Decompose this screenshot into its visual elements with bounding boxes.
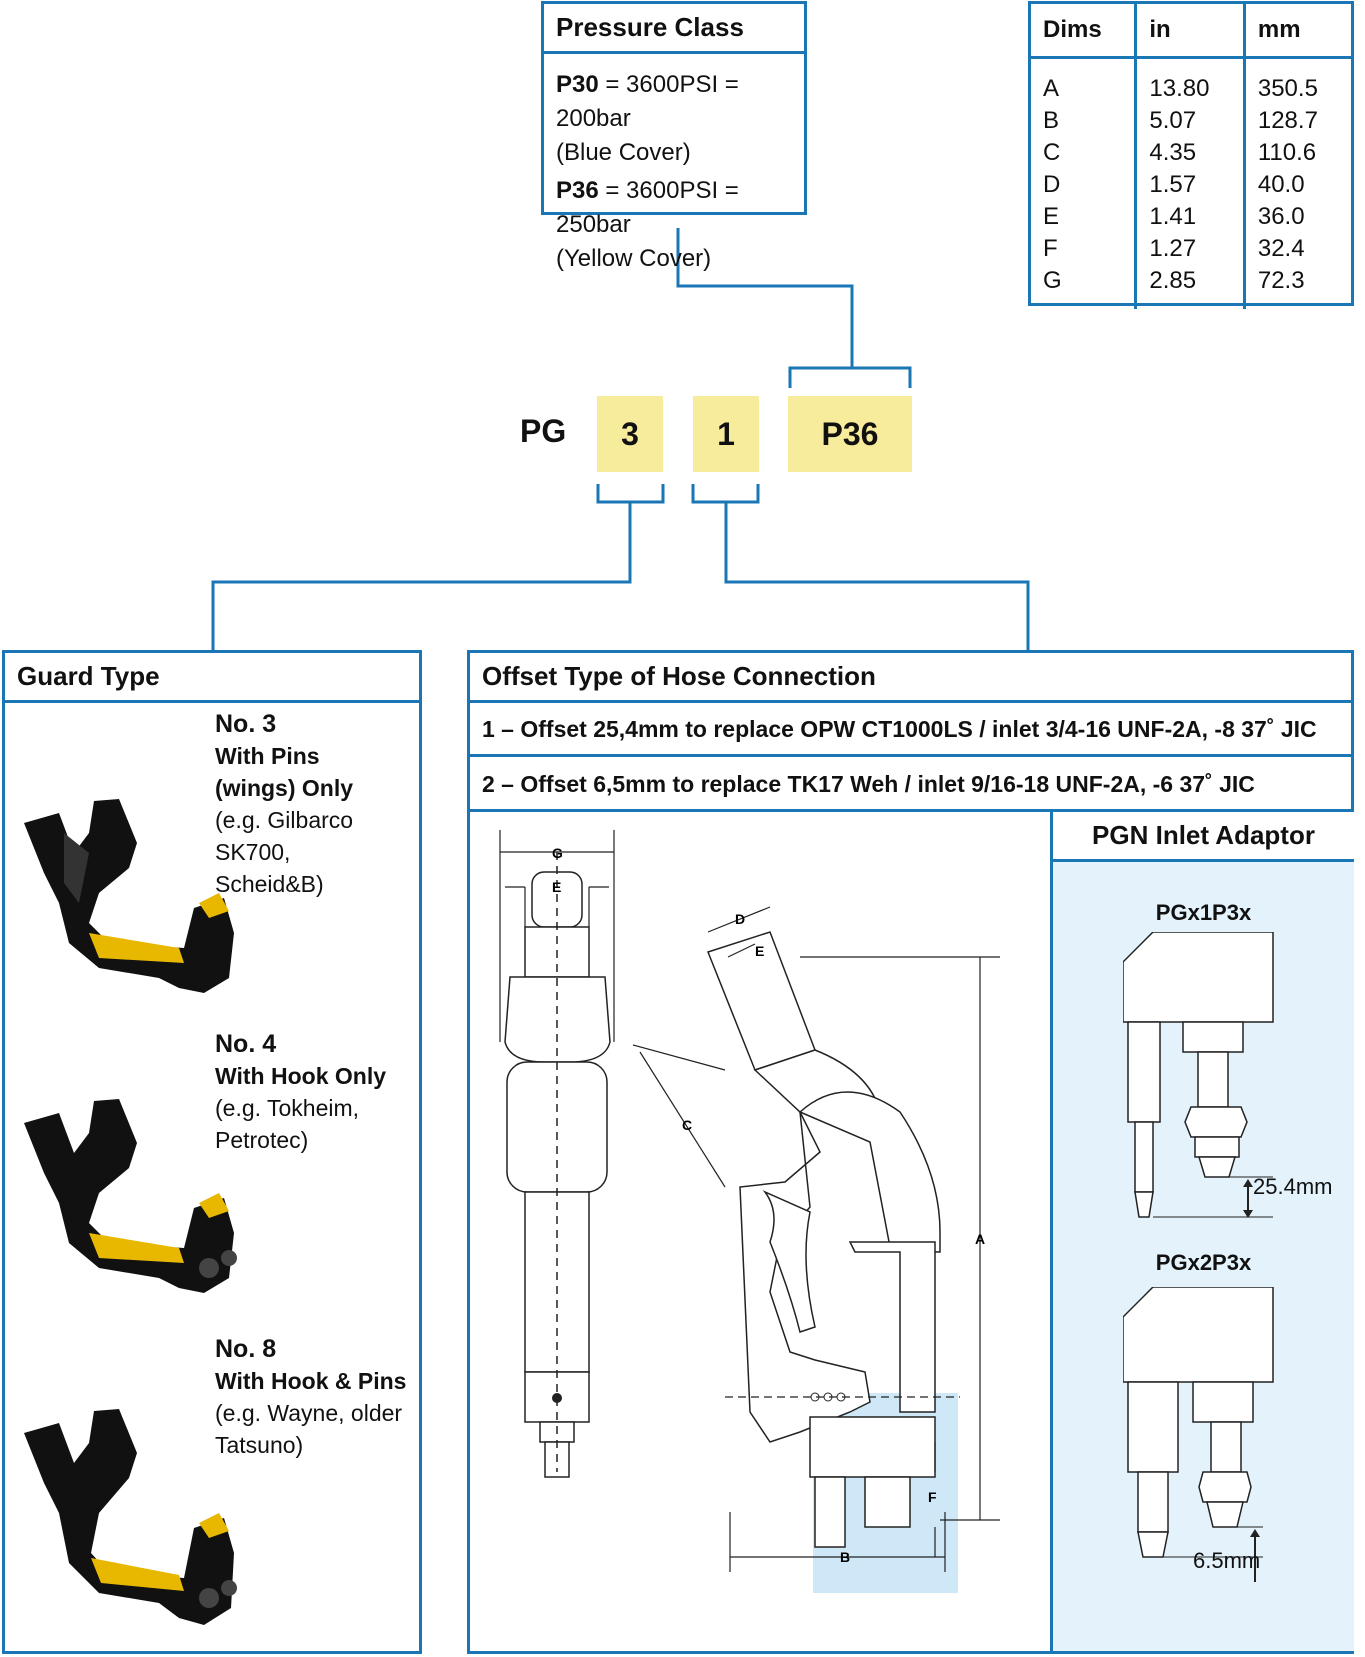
inlet-adaptor-panel: PGN Inlet Adaptor PGx1P3x 25.4mm PGx2P3x xyxy=(1050,812,1354,1651)
dims-header-in: in xyxy=(1135,4,1246,59)
guard-item-no8: No. 8 With Hook & Pins (e.g. Wayne, olde… xyxy=(215,1335,407,1458)
pressure-class-note-p36: (Yellow Cover) xyxy=(556,245,712,272)
pressure-class-note-p30: (Blue Cover) xyxy=(556,139,691,166)
code-offset: 1 xyxy=(693,396,759,472)
guard-type-box: Guard Type No. 3 With Pins (wings) Only … xyxy=(2,650,422,1654)
pressure-class-line-p36: P36 = 3600PSI = 250bar xyxy=(556,177,739,238)
pressure-class-box: Pressure Class P30 = 3600PSI = 200bar (B… xyxy=(541,1,807,272)
dim-label-g: G xyxy=(552,845,563,861)
offset-type-box: Offset Type of Hose Connection 1 – Offse… xyxy=(467,650,1354,1654)
pressure-class-title: Pressure Class xyxy=(544,4,804,54)
inlet-adaptor-b-label: PGx2P3x xyxy=(1155,1250,1252,1275)
guard-image-no4 xyxy=(24,1099,237,1293)
guard-image-no3 xyxy=(24,799,234,993)
dim-label-c: C xyxy=(682,1117,692,1133)
dims-header-dims: Dims xyxy=(1031,4,1138,59)
dim-label-d: D xyxy=(735,911,745,927)
inlet-adaptor-b-drawing xyxy=(1123,1287,1274,1582)
inlet-adaptor-a-drawing xyxy=(1123,932,1274,1218)
dims-header-mm: mm xyxy=(1244,4,1351,59)
offset-row-2: 2 – Offset 6,5mm to replace TK17 Weh / i… xyxy=(470,757,1351,812)
offset-type-title: Offset Type of Hose Connection xyxy=(470,653,1351,703)
offset-row-1: 1 – Offset 25,4mm to replace OPW CT1000L… xyxy=(470,702,1351,757)
code-guard: 3 xyxy=(597,396,663,472)
pressure-class-line-p30: P30 = 3600PSI = 200bar xyxy=(556,71,739,132)
guard-image-no8 xyxy=(24,1409,237,1625)
dim-label-f: F xyxy=(928,1489,937,1505)
inlet-adaptor-a-dim: 25.4mm xyxy=(1253,1174,1333,1199)
code-pressure: P36 xyxy=(788,396,912,472)
nozzle-drawing: G E xyxy=(499,830,1000,1593)
guard-item-no4: No. 4 With Hook Only (e.g. Tokheim, Petr… xyxy=(215,1030,387,1153)
dim-label-e-side: E xyxy=(755,943,764,959)
guard-type-title: Guard Type xyxy=(5,653,419,703)
dim-label-e-front: E xyxy=(552,879,561,895)
inlet-adaptor-b-dim: 6.5mm xyxy=(1193,1548,1261,1573)
dim-label-a: A xyxy=(975,1231,985,1247)
guard-item-no3: No. 3 With Pins (wings) Only (e.g. Gilba… xyxy=(215,710,354,897)
inlet-adaptor-title: PGN Inlet Adaptor xyxy=(1053,812,1354,862)
code-prefix: PG xyxy=(520,413,567,449)
dim-label-b: B xyxy=(840,1549,850,1565)
inlet-adaptor-a-label: PGx1P3x xyxy=(1155,900,1252,925)
